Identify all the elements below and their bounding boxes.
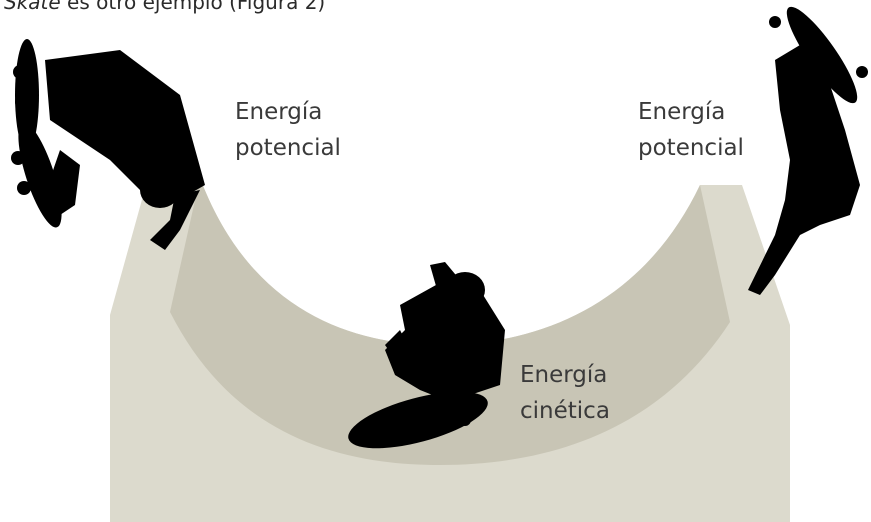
label-potential-right-line2: potencial <box>638 135 744 161</box>
label-kinetic-line2: cinética <box>520 398 610 424</box>
label-potential-left-line1: Energía <box>235 99 323 125</box>
label-potential-right: Energía potencial <box>638 94 744 166</box>
label-kinetic: Energía cinética <box>520 357 610 429</box>
ramp-inner <box>170 178 730 465</box>
label-potential-right-line1: Energía <box>638 99 726 125</box>
caption-text: es otro ejemplo (Figura 2) <box>60 0 326 14</box>
label-potential-left-line2: potencial <box>235 135 341 161</box>
skater-right-silhouette <box>748 6 868 295</box>
figure-caption: Skate es otro ejemplo (Figura 2) <box>4 0 325 14</box>
label-potential-left: Energía potencial <box>235 94 341 166</box>
caption-italic: Skate <box>4 0 61 14</box>
label-kinetic-line1: Energía <box>520 362 608 388</box>
skater-left-silhouette <box>11 39 205 250</box>
skater-middle-silhouette <box>348 262 505 449</box>
